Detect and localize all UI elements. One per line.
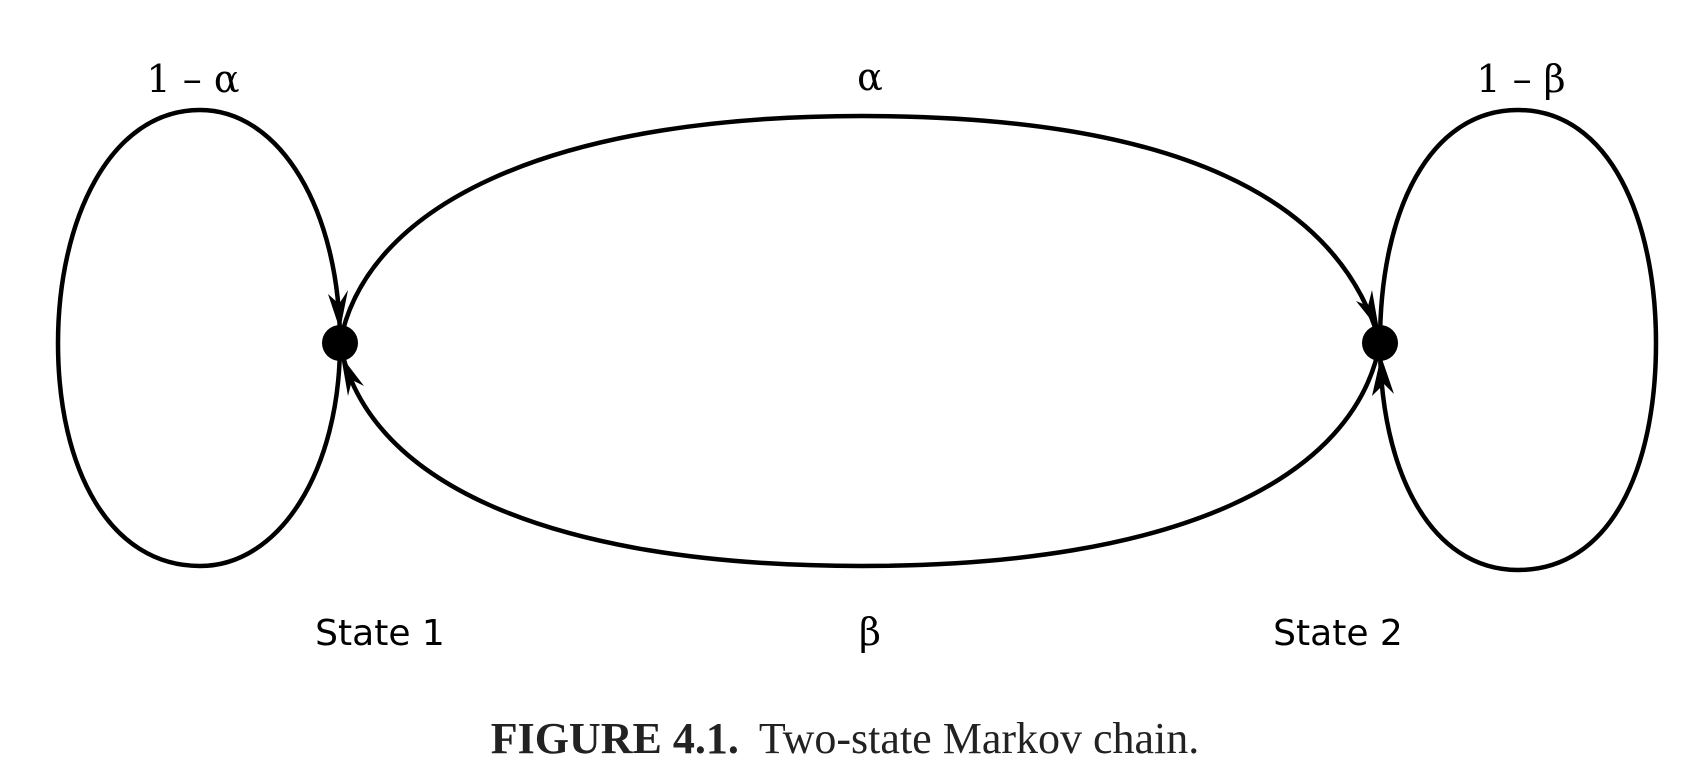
label-self-loop-2: 1 – β xyxy=(1476,57,1565,101)
arrowhead-state1-to-state2 xyxy=(1356,290,1379,330)
figure-caption-text: Two-state Markov chain. xyxy=(759,714,1199,763)
label-self-loop-1: 1 – α xyxy=(147,57,240,101)
arrowhead-self-loop-state-1 xyxy=(328,290,348,330)
arrowhead-self-loop-state-2 xyxy=(1372,356,1394,396)
label-state-1: State 1 xyxy=(315,613,445,654)
self-loop-state-1 xyxy=(55,107,343,569)
arrowhead-state2-to-state1 xyxy=(341,356,364,396)
figure-caption: FIGURE 4.1. Two-state Markov chain. xyxy=(491,714,1200,763)
label-backward-beta: β xyxy=(859,610,881,654)
edge-state1-to-state2 xyxy=(337,113,1383,346)
self-loop-state-2 xyxy=(1377,107,1659,573)
node-state-2 xyxy=(1362,325,1398,361)
node-state-1 xyxy=(322,325,358,361)
label-forward-alpha: α xyxy=(857,55,883,99)
label-state-2: State 2 xyxy=(1273,613,1403,654)
figure-caption-prefix: FIGURE 4.1. xyxy=(491,714,739,763)
edge-state2-to-state1 xyxy=(337,340,1383,569)
